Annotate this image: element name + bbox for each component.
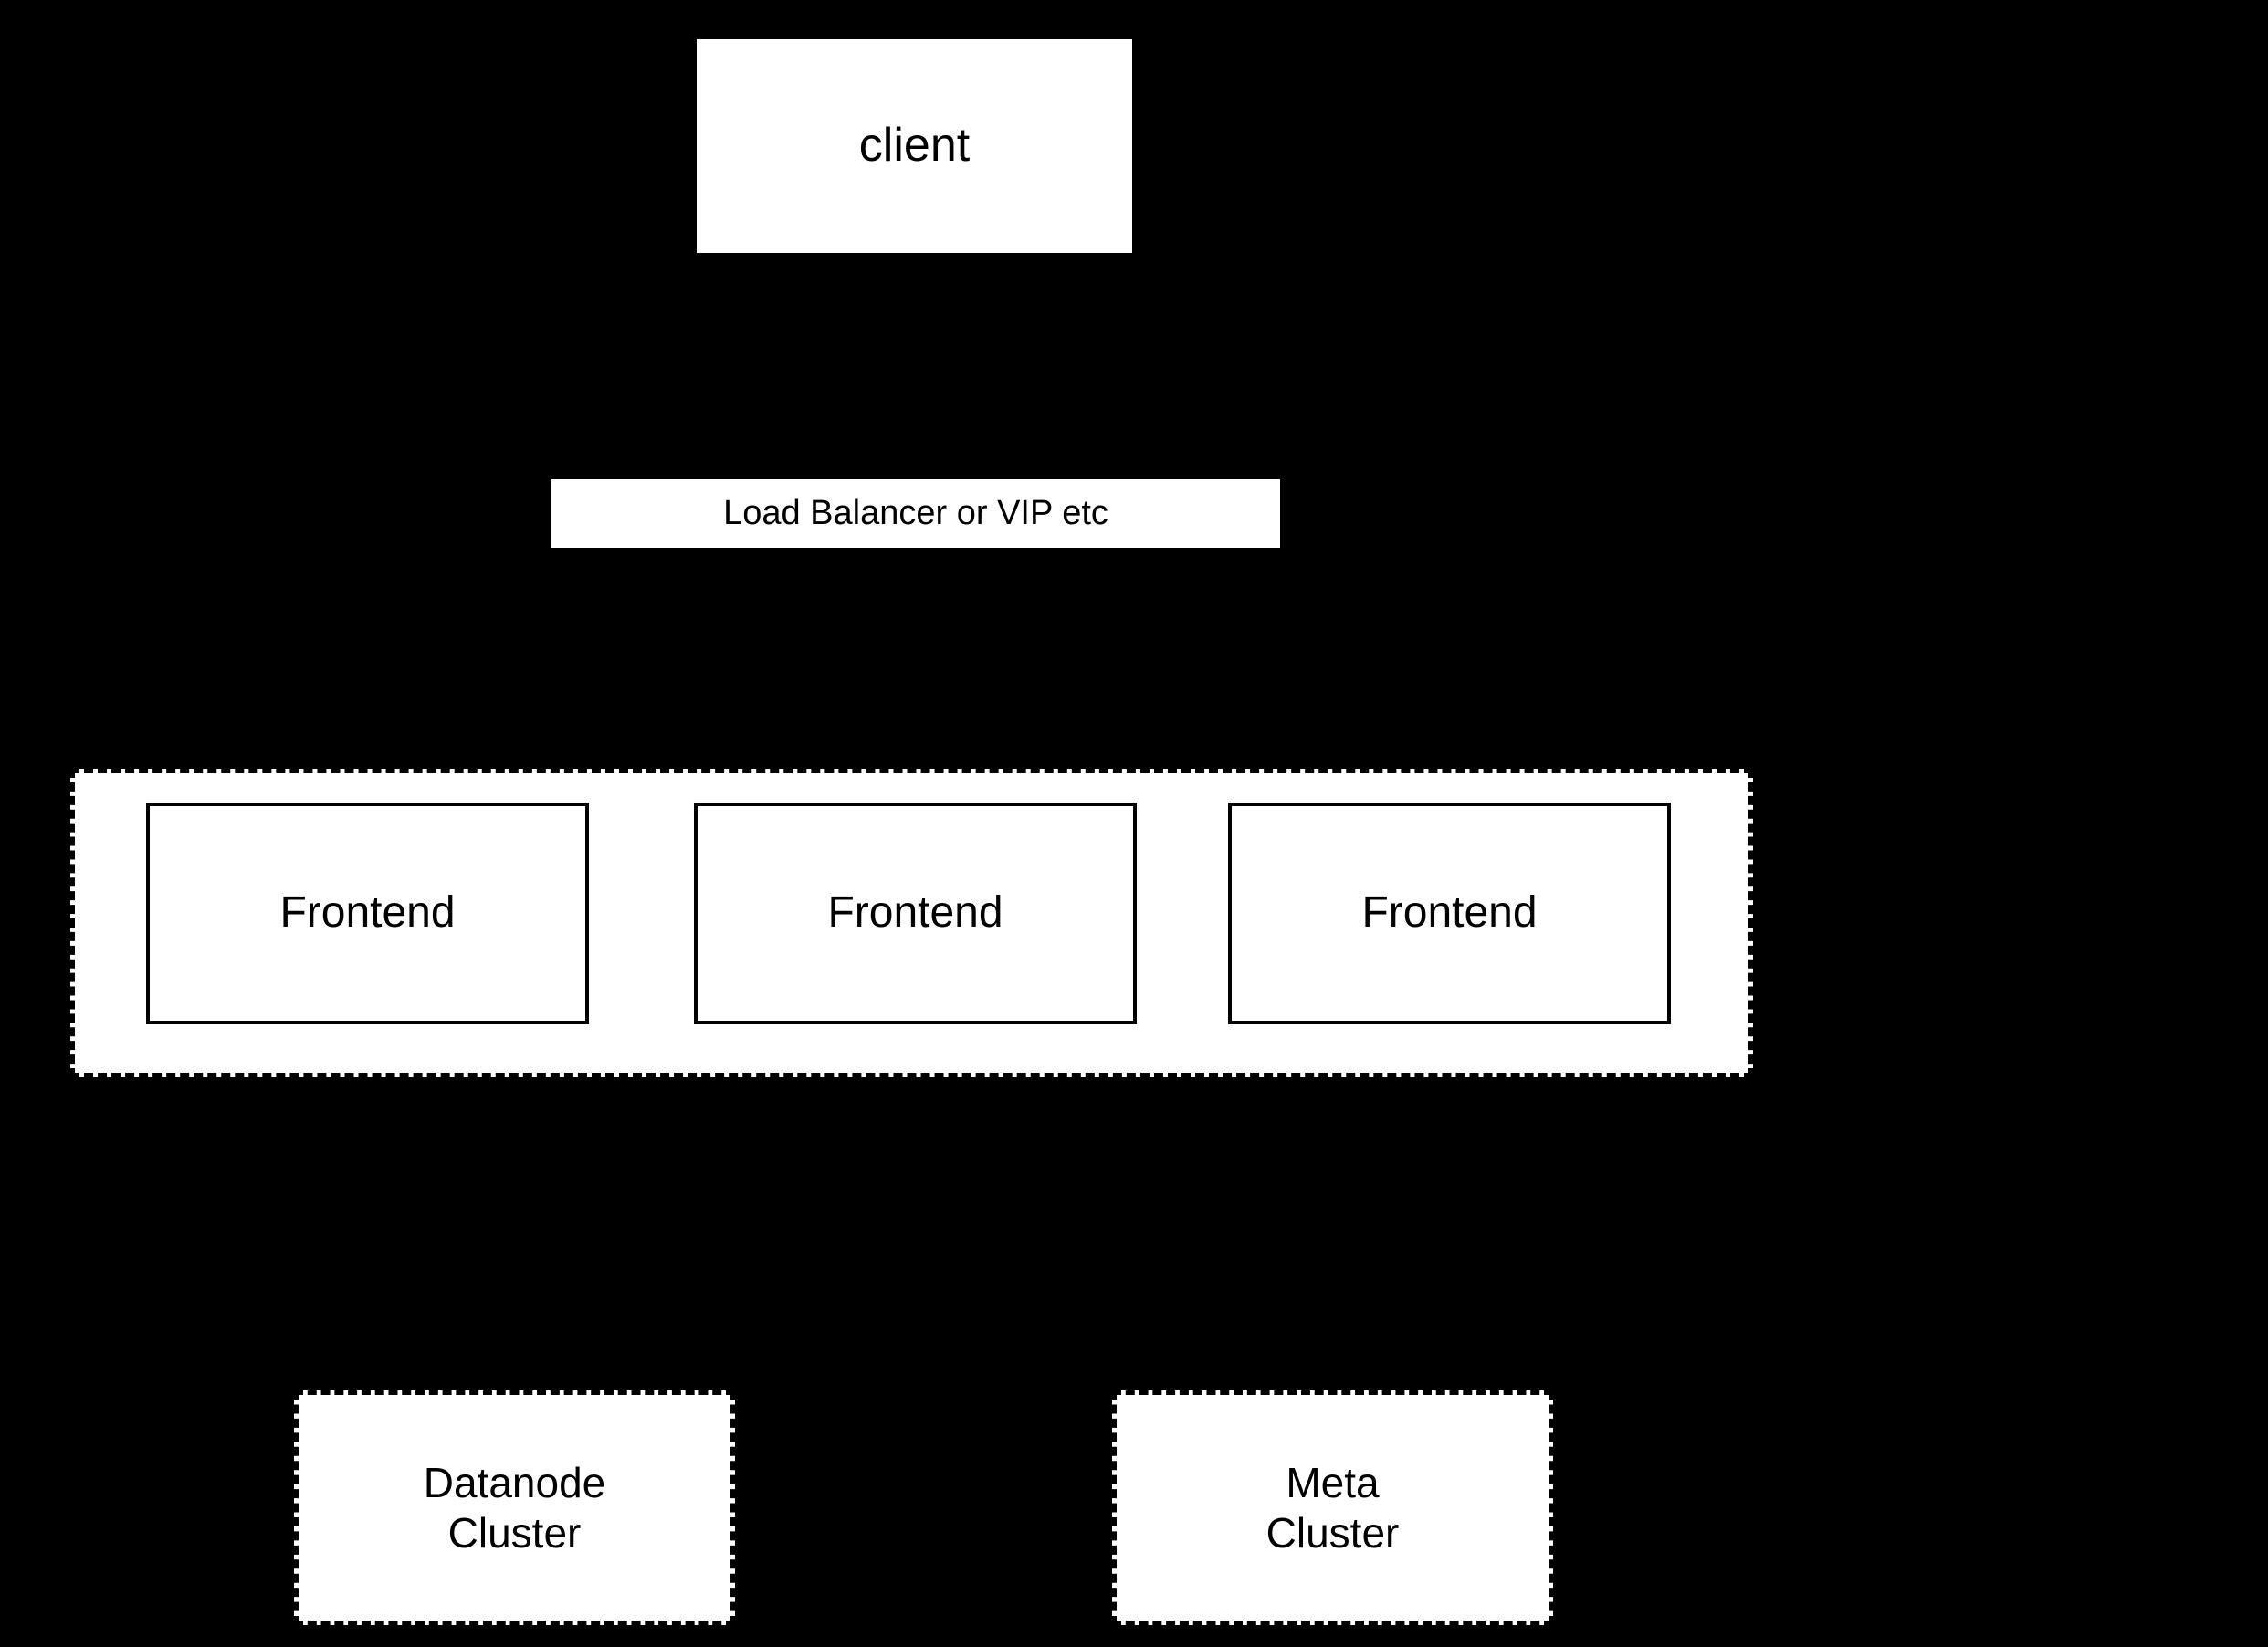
load-balancer-node[interactable]: Load Balancer or VIP etc (551, 479, 1280, 548)
frontend-node-2-label: Frontend (827, 888, 1003, 938)
meta-cluster-node[interactable]: Meta Cluster (1112, 1390, 1553, 1625)
frontend-node-3-label: Frontend (1361, 888, 1538, 938)
frontend-node-3[interactable]: Frontend (1228, 803, 1671, 1024)
datanode-cluster-node-label: Datanode Cluster (423, 1459, 606, 1557)
frontend-node-2[interactable]: Frontend (694, 803, 1137, 1024)
load-balancer-node-label: Load Balancer or VIP etc (723, 494, 1108, 533)
meta-cluster-node-label: Meta Cluster (1265, 1459, 1400, 1557)
frontend-node-1-label: Frontend (279, 888, 456, 938)
frontend-node-1[interactable]: Frontend (146, 803, 589, 1024)
client-node-label: client (858, 119, 971, 173)
datanode-cluster-node[interactable]: Datanode Cluster (294, 1390, 735, 1625)
client-node[interactable]: client (697, 39, 1132, 253)
